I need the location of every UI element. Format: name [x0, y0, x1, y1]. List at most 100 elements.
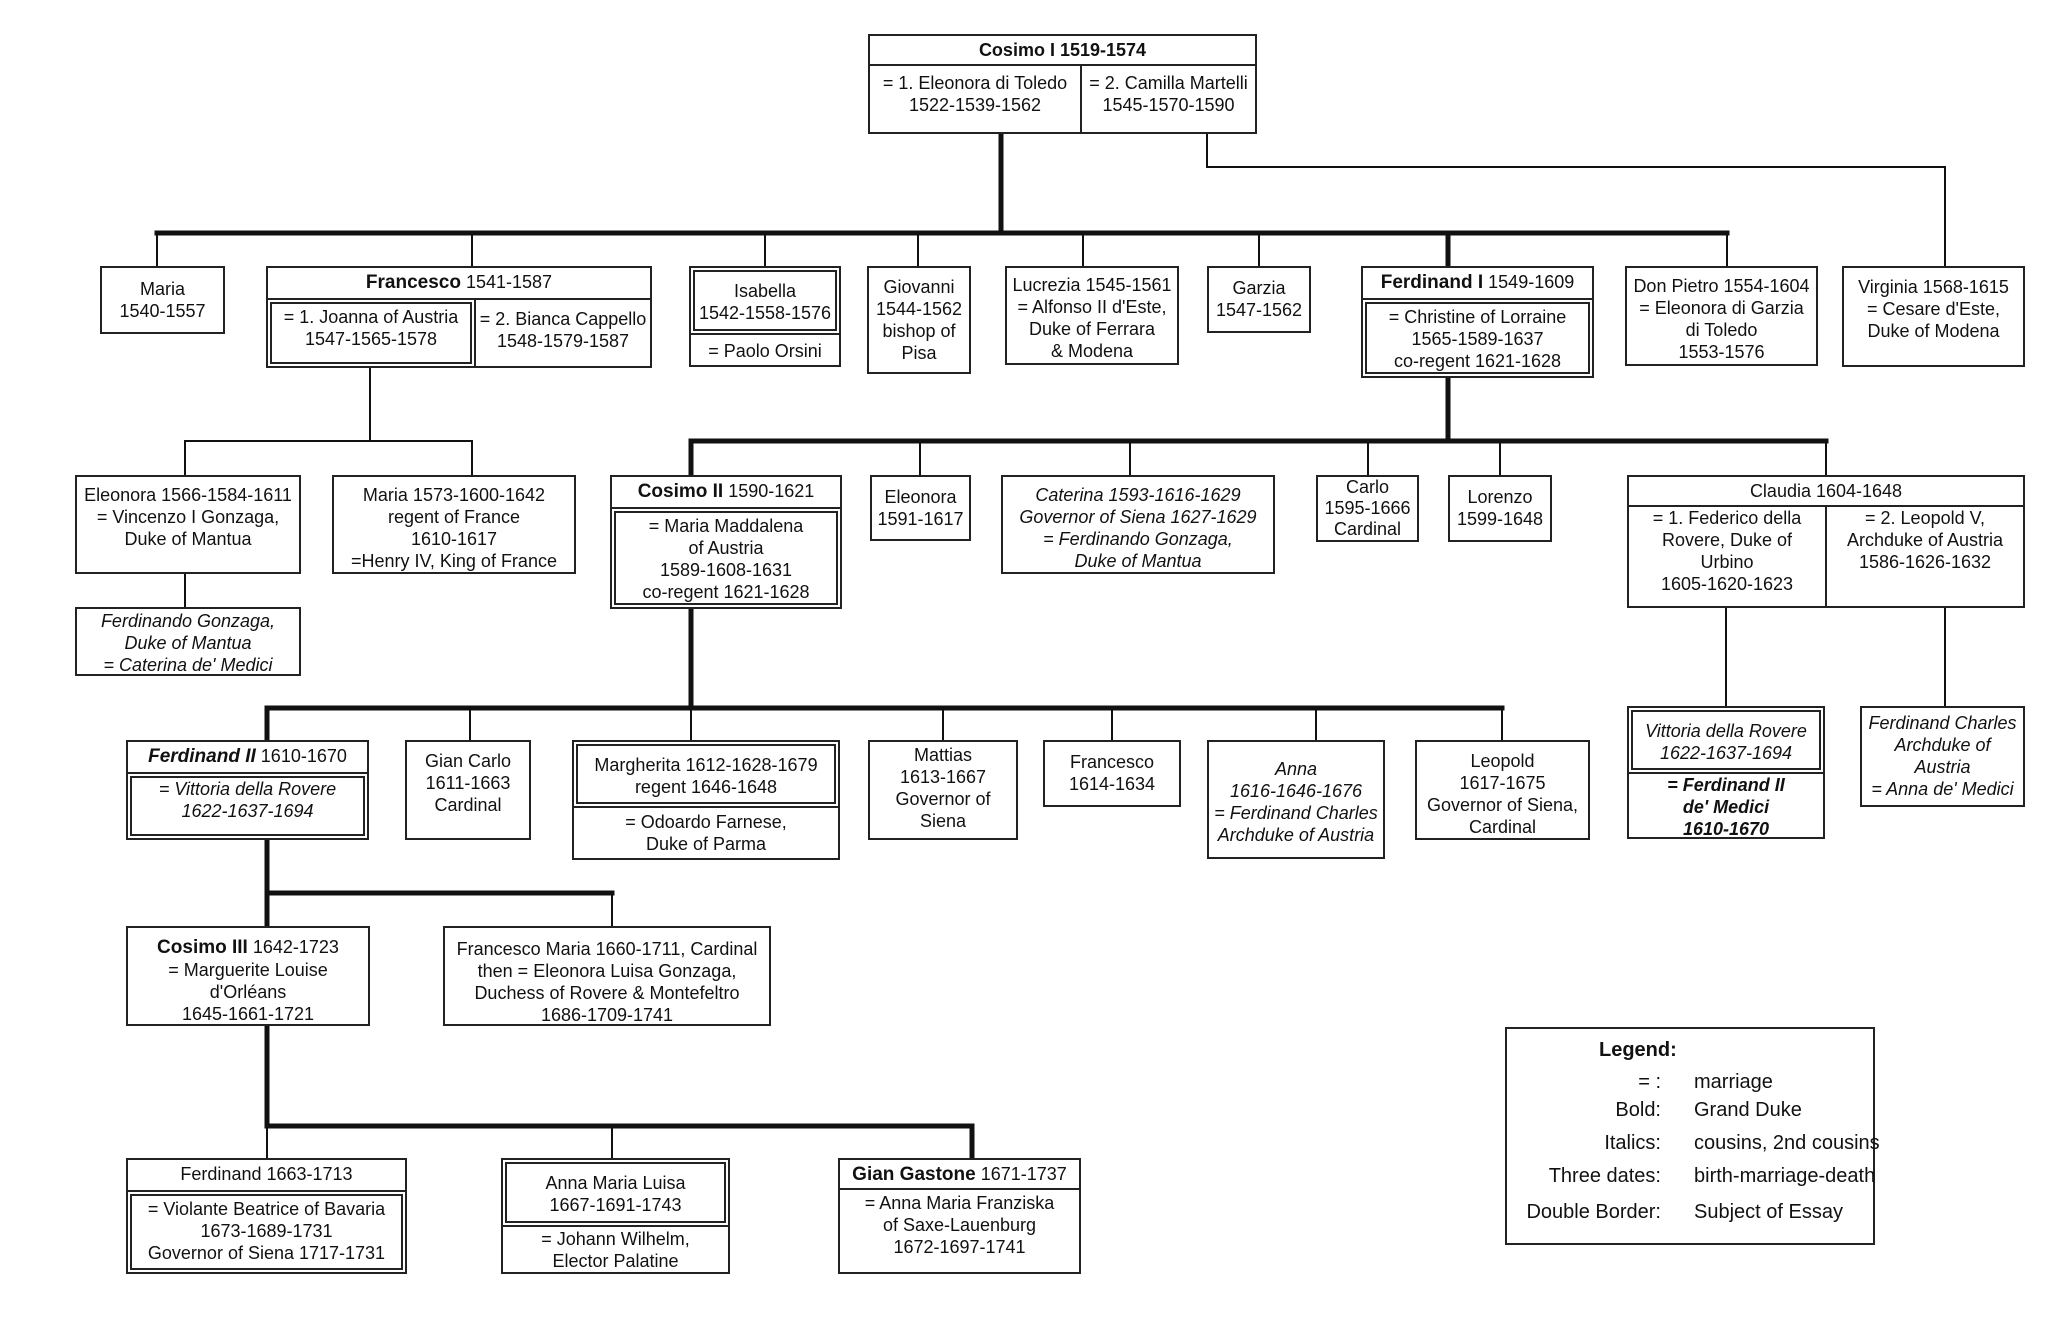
- isabella-dates: 1542-1558-1576: [698, 303, 832, 323]
- anna-dates: 1616-1646-1676: [1229, 781, 1363, 801]
- vittoria-spouse-dates: 1610-1670: [1682, 819, 1770, 839]
- maddalena-regency: co-regent 1621-1628: [642, 582, 810, 602]
- legend-value: Subject of Essay: [1694, 1201, 1843, 1223]
- federico-title-2: Urbino: [1700, 552, 1754, 572]
- gian-carlo-name: Gian Carlo: [424, 751, 512, 771]
- giovanni-dates: 1544-1562: [875, 299, 963, 319]
- garzia-name: Garzia: [1232, 278, 1286, 298]
- federico-name: = 1. Federico della: [1652, 508, 1802, 528]
- anna-name: Anna: [1274, 759, 1318, 779]
- christine-name: = Christine of Lorraine: [1388, 307, 1567, 327]
- vittoria-spouse: = Ferdinand II: [1667, 775, 1785, 795]
- leopold-dates: 1617-1675: [1459, 773, 1546, 793]
- carlo-dates: 1595-1666: [1324, 498, 1411, 518]
- ferdinand-ii-header: Ferdinand II 1610-1670: [128, 742, 367, 772]
- legend-value: Grand Duke: [1694, 1099, 1802, 1121]
- ferdinand-charles-spouse: = Anna de' Medici: [1871, 779, 2014, 799]
- lorenzo-box: Lorenzo 1599-1648: [1448, 475, 1552, 542]
- johann-wilhelm-name: = Johann Wilhelm,: [541, 1229, 690, 1249]
- virginia-spouse: = Cesare d'Este,: [1866, 299, 2000, 319]
- cosimo-iii-name: Cosimo III: [157, 937, 248, 958]
- vittoria-box: Vittoria della Rovere 1622-1637-1694: [1627, 706, 1825, 774]
- giovanni-role-2: Pisa: [901, 343, 937, 363]
- wife-2-name: = 2. Camilla Martelli: [1089, 73, 1248, 93]
- mattias-role-2: Siena: [919, 811, 967, 831]
- gian-gastone-name: Gian Gastone: [852, 1164, 976, 1185]
- francesco-2-name: Francesco: [1069, 752, 1155, 772]
- gian-gastone-box: Gian Gastone 1671-1737 = Anna Maria Fran…: [838, 1158, 1081, 1274]
- caterina-spouse-title: Duke of Mantua: [1074, 551, 1202, 571]
- leopold-title: Cardinal: [1468, 817, 1537, 837]
- anna-maria-franziska-name: = Anna Maria Franziska: [864, 1193, 1055, 1213]
- anna-maria-luisa-spouse-box: = Johann Wilhelm, Elector Palatine: [501, 1225, 730, 1274]
- maria-f-name: Maria 1573-1600-1642: [362, 485, 546, 505]
- cosimo-i-wife-2: = 2. Camilla Martelli 1545-1570-1590: [1082, 66, 1255, 132]
- lucrezia-spouse: = Alfonso II d'Este,: [1017, 297, 1167, 317]
- cosimo-i-wife-1: = 1. Eleonora di Toledo 1522-1539-1562: [870, 66, 1082, 132]
- vittoria-name: Vittoria della Rovere: [1645, 721, 1807, 741]
- ferdinand-i-header: Ferdinand I 1549-1609: [1363, 268, 1592, 298]
- don-pietro-box: Don Pietro 1554-1604 = Eleonora di Garzi…: [1625, 266, 1818, 366]
- virginia-box: Virginia 1568-1615 = Cesare d'Este, Duke…: [1842, 266, 2025, 367]
- isabella-name: Isabella: [733, 281, 797, 301]
- leopold-role: Governor of Siena,: [1426, 795, 1579, 815]
- margherita-regency: regent 1646-1648: [634, 777, 778, 797]
- legend-value: marriage: [1694, 1071, 1773, 1093]
- legend-key: Double Border:: [1526, 1201, 1661, 1223]
- anna-maria-franziska-dates: 1672-1697-1741: [893, 1237, 1026, 1257]
- francesco-wife-1: = 1. Joanna of Austria 1547-1565-1578: [268, 298, 476, 366]
- vittoria-spouse-family: de' Medici: [1682, 797, 1770, 817]
- pietro-spouse-dates: 1553-1576: [1678, 342, 1765, 362]
- giovanni-role-1: bishop of: [882, 321, 956, 341]
- francesco-2-dates: 1614-1634: [1068, 774, 1156, 794]
- maddalena-origin: of Austria: [688, 538, 764, 558]
- lucrezia-title-1: Duke of Ferrara: [1028, 319, 1156, 339]
- garzia-dates: 1547-1562: [1215, 300, 1303, 320]
- francesco-maria-box: Francesco Maria 1660-1711, Cardinal then…: [443, 926, 771, 1026]
- francesco-maria-spouse: then = Eleonora Luisa Gonzaga,: [477, 961, 737, 981]
- cosimo-ii-header: Cosimo II 1590-1621: [612, 477, 840, 507]
- eleonora-gonzaga-box: Eleonora 1566-1584-1611 = Vincenzo I Gon…: [75, 475, 301, 574]
- claudia-husband-2: = 2. Leopold V, Archduke of Austria 1586…: [1827, 507, 2023, 606]
- leopold-v-name: = 2. Leopold V,: [1865, 508, 1985, 528]
- legend-key: Bold:: [1615, 1099, 1661, 1121]
- bianca-name: = 2. Bianca Cappello: [479, 309, 647, 329]
- anna-spouse: = Ferdinand Charles: [1214, 803, 1378, 823]
- leopold-v-title: Archduke of Austria: [1846, 530, 2004, 550]
- christine-dates: 1565-1589-1637: [1411, 329, 1544, 349]
- marguerite-origin: d'Orléans: [209, 982, 287, 1002]
- maria-f-regency: 1610-1617: [410, 529, 498, 549]
- ferdinand-i-spouse: = Christine of Lorraine 1565-1589-1637 c…: [1363, 298, 1592, 376]
- carlo-box: Carlo 1595-1666 Cardinal: [1316, 475, 1419, 542]
- carlo-title: Cardinal: [1333, 519, 1402, 539]
- cosimo-ii-spouse: = Maria Maddalena of Austria 1589-1608-1…: [612, 507, 840, 607]
- eleonora-name: Eleonora: [884, 487, 957, 507]
- caterina-spouse: = Ferdinando Gonzaga,: [1043, 529, 1233, 549]
- cosimo-ii-box: Cosimo II 1590-1621 = Maria Maddalena of…: [610, 475, 842, 609]
- legend-row-marriage: = : marriage: [1507, 1071, 1873, 1099]
- maria-f-role: regent of France: [387, 507, 521, 527]
- pietro-spouse: = Eleonora di Garzia: [1639, 298, 1804, 318]
- anna-maria-franziska-origin: of Saxe-Lauenburg: [882, 1215, 1037, 1235]
- ferdinand-ii-dates: 1610-1670: [260, 746, 347, 766]
- vittoria-dates: 1622-1637-1694: [1659, 743, 1793, 763]
- francesco-box: Francesco 1541-1587 = 1. Joanna of Austr…: [266, 266, 652, 368]
- eleonora-f-spouse: = Vincenzo I Gonzaga,: [96, 507, 280, 527]
- gian-carlo-box: Gian Carlo 1611-1663 Cardinal: [405, 740, 531, 840]
- violante-name: = Violante Beatrice of Bavaria: [147, 1199, 386, 1219]
- margherita-spouse-title: Duke of Parma: [645, 834, 767, 854]
- legend-row-italics: Italics: cousins, 2nd cousins: [1507, 1132, 1879, 1160]
- mattias-role-1: Governor of: [895, 789, 991, 809]
- francesco-name: Francesco: [365, 272, 461, 293]
- vittoria-spouse-name: = Vittoria della Rovere: [158, 779, 337, 799]
- legend-row-bold: Bold: Grand Duke: [1507, 1099, 1873, 1127]
- claudia-husband-1: = 1. Federico della Rovere, Duke of Urbi…: [1629, 507, 1827, 606]
- ferdinand-heir-header: Ferdinand 1663-1713: [180, 1164, 353, 1184]
- eleonora-dates: 1591-1617: [877, 509, 964, 529]
- ferdinand-ii-spouse: = Vittoria della Rovere 1622-1637-1694: [128, 772, 367, 838]
- francesco-maria-spouse-title: Duchess of Rovere & Montefeltro: [474, 983, 740, 1003]
- ferdinand-i-name: Ferdinand I: [1380, 272, 1484, 293]
- claudia-header: Claudia 1604-1648: [1629, 477, 2023, 507]
- margherita-spouse: = Odoardo Farnese,: [625, 812, 787, 832]
